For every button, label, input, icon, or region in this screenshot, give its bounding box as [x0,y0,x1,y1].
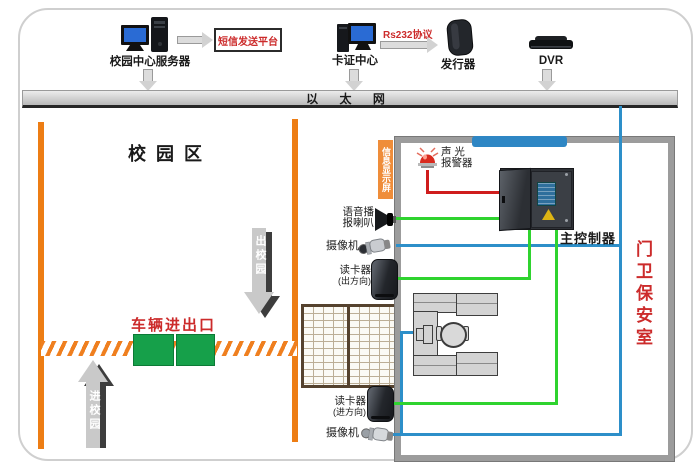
vehicle-gate-label: 车辆进出口 [131,317,217,334]
reader-in-label-line1: 读卡器 [334,395,367,407]
camera-icon [358,238,391,255]
campus-title: 校园区 [128,144,212,164]
wire-reader-in-h [392,402,558,405]
speaker-label-line2: 报喇叭 [342,217,375,229]
speaker-icon [375,208,396,231]
dvr-icon [529,36,573,49]
wire-desk-branch-v [400,332,403,436]
speaker-label: 语音播 报喇叭 [341,206,375,229]
wire-desk-branch-h [400,331,415,334]
barrier-booth [133,334,174,366]
camera-mid-label: 摄像机 [326,240,359,252]
card-center-computer-icon [337,23,376,52]
wire-reader-in-v [555,226,558,405]
card-center-label: 卡证中心 [332,55,378,67]
card-reader-out-icon [371,259,398,300]
wire-alarm-h [426,191,502,194]
alarm-label: 声 光 报警器 [441,147,473,169]
arrow-down-icon [345,69,363,91]
arrow-down-icon [538,69,556,91]
reader-out-label-line2: (出方向) [338,276,371,286]
card-reader-in-icon [367,386,394,422]
gate-panel [347,304,397,388]
info-display-screen: 信息显示屏 [378,140,393,199]
alarm-label-line2: 报警器 [441,157,473,169]
outer-frame [18,8,693,461]
campus-wall-right [292,119,298,442]
speaker-label-line1: 语音播 [342,206,375,218]
exit-arrow-label: 出校园 [254,235,266,277]
sms-platform-box: 短信发送平台 [214,28,282,52]
arrow-down-icon [139,69,157,91]
sms-platform-label: 短信发送平台 [218,36,278,48]
campus-wall-left [38,122,44,449]
exit-direction-arrow: 出校园 [244,228,280,320]
rs232-label: Rs232协议 [383,30,433,41]
gate-panel [301,304,350,388]
room-top-display-bar [472,136,567,147]
wire-dvr-vertical [619,106,622,436]
alarm-light-icon [416,147,439,168]
reader-out-label-line1: 读卡器 [339,264,372,276]
ethernet-bus: 以 太 网 [22,90,678,108]
enter-arrow-label: 进校园 [88,390,100,432]
guard-room-label: 门卫保安室 [633,240,652,350]
wire-alarm-v [426,170,429,194]
arrow-right-icon [380,37,438,53]
controller-cabinet-icon [499,167,574,232]
reader-in-label-line2: (进方向) [333,407,366,417]
camera-bottom-label: 摄像机 [326,427,359,439]
desk [413,355,458,376]
ethernet-label: 以 太 网 [306,91,394,106]
reader-in-label: 读卡器 (进方向) [333,396,366,418]
desk-monitor [423,325,433,344]
wire-camera-mid [396,244,621,247]
desk [456,352,498,376]
wire-reader-out-h [396,277,531,280]
arrow-right-icon [177,32,213,48]
reader-out-label: 读卡器 (出方向) [338,265,371,287]
controller-label: 主控制器 [560,231,617,246]
server-label: 校园中心服务器 [109,56,191,68]
enter-direction-arrow: 进校园 [78,360,114,452]
camera-icon [361,427,394,442]
wire-speaker [396,217,502,220]
desk [413,293,458,313]
barrier-booth [176,334,215,366]
wire-dvr-bottom [392,433,622,436]
chair-icon [440,322,467,348]
wire-reader-out-v [528,226,531,280]
server-computer-icon [121,17,168,52]
issuer-label: 发行器 [440,59,476,71]
dvr-label: DVR [538,55,564,67]
card-issuer-icon [446,19,474,56]
desk [456,293,498,316]
alarm-label-line1: 声 光 [441,146,465,158]
